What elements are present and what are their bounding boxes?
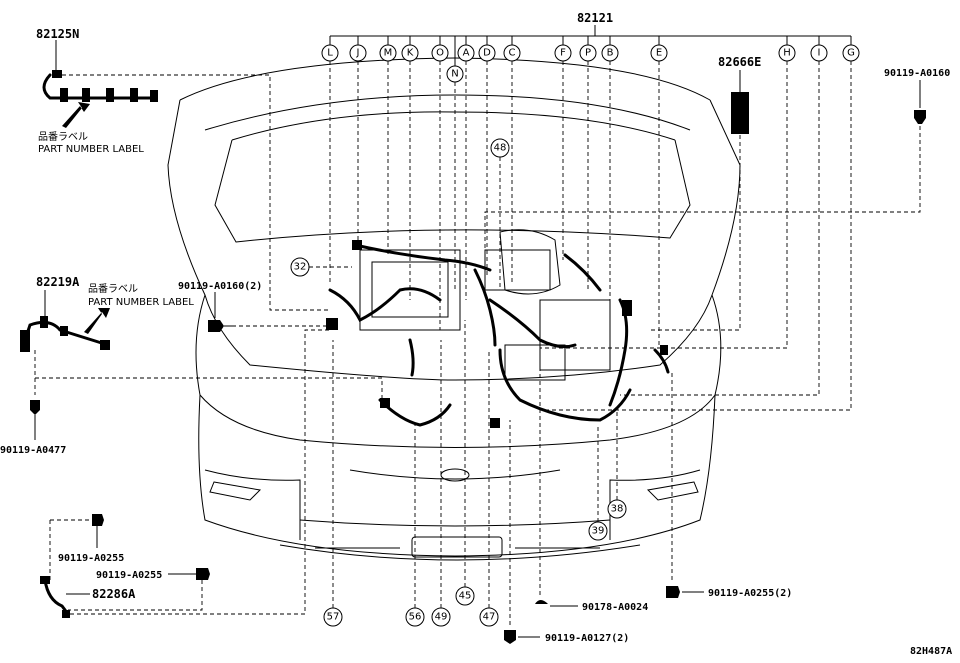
bolt-a0160-2-label: 90119-A0160(2) bbox=[178, 281, 262, 292]
part-82286a-label: 82286A bbox=[92, 587, 136, 601]
part-number-label-jp-2: 品番ラベル bbox=[88, 283, 138, 295]
svg-text:L: L bbox=[327, 48, 333, 59]
svg-text:56: 56 bbox=[409, 612, 422, 623]
svg-text:G: G bbox=[847, 48, 855, 59]
svg-text:K: K bbox=[407, 48, 414, 59]
bolt-a0255-3-label: 90119-A0255(2) bbox=[708, 588, 792, 599]
callout-32: 32 bbox=[290, 257, 352, 277]
callout-47: 47 bbox=[479, 350, 499, 627]
bolt-icon bbox=[504, 630, 516, 644]
callout-57: 57 bbox=[323, 340, 343, 627]
bolt-a0127-label: 90119-A0127(2) bbox=[545, 633, 629, 644]
callout-letter-d: D bbox=[478, 44, 496, 62]
svg-text:32: 32 bbox=[294, 262, 307, 273]
bolt-a0477-group: 90119-A0477 bbox=[0, 400, 66, 456]
part-82219a-group: 82219A 品番ラベル PART NUMBER LABEL bbox=[20, 275, 383, 398]
part-82219a-label: 82219A bbox=[36, 275, 80, 289]
callout-38: 38 bbox=[607, 410, 627, 519]
callout-letter-e: E bbox=[650, 44, 668, 62]
bolt-a0477-label: 90119-A0477 bbox=[0, 445, 66, 456]
bolt-a0024-label: 90178-A0024 bbox=[582, 602, 648, 613]
callout-letter-a: A bbox=[457, 44, 475, 62]
callout-letter-i: I bbox=[810, 44, 828, 62]
diagram-id: 82H487A bbox=[910, 646, 952, 657]
callout-letter-o: O bbox=[431, 44, 449, 62]
bolt-icon bbox=[666, 586, 680, 598]
part-82121-label: 82121 bbox=[577, 11, 613, 25]
svg-text:F: F bbox=[560, 48, 566, 59]
callout-letter-j: J bbox=[349, 44, 367, 62]
svg-text:O: O bbox=[436, 48, 444, 59]
number-callouts: 32 48 38 39 57 56 49 45 bbox=[290, 138, 627, 627]
bolt-a0160-top-group: 90119-A0160 bbox=[484, 68, 950, 265]
callout-letter-k: K bbox=[401, 44, 419, 62]
svg-text:M: M bbox=[384, 48, 393, 59]
callout-letter-n: N bbox=[446, 65, 464, 83]
bolt-icon bbox=[92, 514, 104, 526]
clip-icon bbox=[535, 600, 548, 604]
svg-text:I: I bbox=[818, 48, 821, 59]
callout-letter-h: H bbox=[778, 44, 796, 62]
callout-letter-l: L bbox=[321, 44, 339, 62]
svg-text:J: J bbox=[356, 48, 360, 59]
bolt-icon bbox=[914, 110, 926, 124]
callout-45: 45 bbox=[455, 320, 475, 606]
bolt-a0255-2-label: 90119-A0255 bbox=[96, 570, 162, 581]
svg-text:P: P bbox=[585, 48, 591, 59]
main-harness-bracket: 82121 bbox=[329, 11, 852, 66]
callout-letter-c: C bbox=[503, 44, 521, 62]
bolt-icon bbox=[30, 400, 40, 414]
svg-text:H: H bbox=[783, 48, 791, 59]
engine-bay bbox=[326, 229, 670, 428]
svg-text:45: 45 bbox=[459, 591, 472, 602]
part-number-label-en-2: PART NUMBER LABEL bbox=[88, 297, 194, 308]
callout-56: 56 bbox=[405, 425, 425, 627]
callout-letter-p: P bbox=[579, 44, 597, 62]
part-number-label-en-1: PART NUMBER LABEL bbox=[38, 144, 144, 155]
part-82125n-group: 82125N 品番ラベル PART NUMBER LABEL bbox=[36, 27, 330, 311]
relay-icon bbox=[731, 92, 749, 134]
bolt-a0160-2-group: 90119-A0160(2) bbox=[178, 281, 330, 332]
svg-text:39: 39 bbox=[592, 526, 605, 537]
part-82125n-label: 82125N bbox=[36, 27, 79, 41]
bolt-a0160-top-label: 90119-A0160 bbox=[884, 68, 950, 79]
svg-text:48: 48 bbox=[494, 143, 507, 154]
part-82666e-label: 82666E bbox=[718, 55, 761, 69]
vehicle-body-outline bbox=[167, 57, 741, 561]
letter-leader-lines bbox=[329, 61, 852, 411]
svg-text:B: B bbox=[607, 48, 614, 59]
part-82286a-group: 90119-A0255 90119-A0255 82286A bbox=[40, 329, 330, 618]
callout-letter-b: B bbox=[601, 44, 619, 62]
callout-letter-g: G bbox=[842, 44, 860, 62]
svg-text:E: E bbox=[656, 48, 662, 59]
callout-letter-f: F bbox=[554, 44, 572, 62]
letter-callouts: L J M K O N A D C F P B E H I G bbox=[321, 44, 860, 83]
callout-48: 48 bbox=[490, 138, 510, 290]
bolt-a0255-1-label: 90119-A0255 bbox=[58, 553, 124, 564]
svg-text:57: 57 bbox=[327, 612, 340, 623]
svg-text:A: A bbox=[463, 48, 470, 59]
part-number-label-jp-1: 品番ラベル bbox=[38, 131, 88, 143]
svg-text:49: 49 bbox=[435, 612, 448, 623]
svg-text:47: 47 bbox=[483, 612, 496, 623]
bolt-icon bbox=[208, 320, 224, 332]
part-82666e-group: 82666E bbox=[650, 55, 761, 331]
bottom-bolts: 90178-A0024 90119-A0127(2) 90119-A0255(2… bbox=[504, 370, 792, 644]
callout-letter-m: M bbox=[379, 44, 397, 62]
svg-text:C: C bbox=[509, 48, 516, 59]
svg-text:38: 38 bbox=[611, 504, 624, 515]
callout-49: 49 bbox=[431, 340, 451, 627]
callout-39: 39 bbox=[588, 425, 608, 541]
bolt-icon bbox=[196, 568, 210, 580]
svg-text:N: N bbox=[451, 69, 458, 80]
svg-text:D: D bbox=[483, 48, 491, 59]
